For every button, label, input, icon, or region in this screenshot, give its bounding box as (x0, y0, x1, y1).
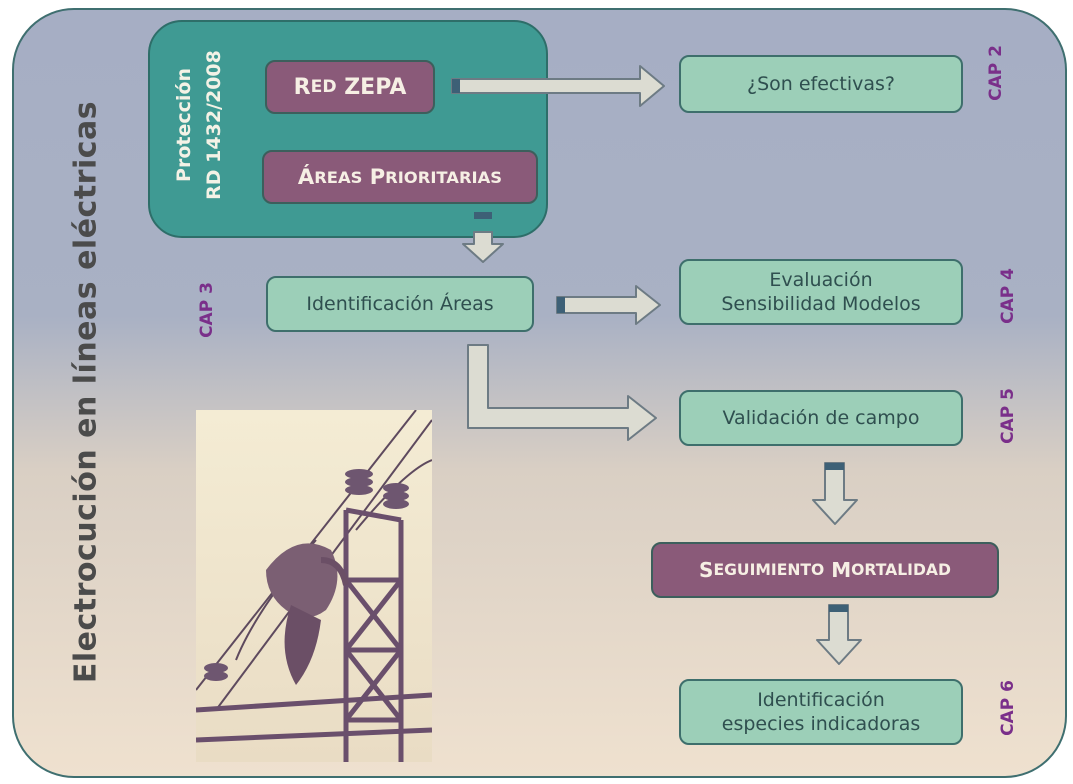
pylon-illustration (195, 409, 433, 762)
arrow-seguimiento-to-especies (816, 604, 862, 665)
areas-w2-first: P (369, 165, 386, 189)
arrow-cap-seguimiento (829, 605, 848, 612)
arrow-identificacion-to-validacion (467, 344, 657, 441)
seg-w1-rest: EGUIMIENTO (713, 561, 825, 579)
electrocuted-bird-photo (195, 409, 433, 762)
red-zepa-word: ZEPA (344, 74, 407, 100)
areas-w2-rest: RIORITARIAS (385, 167, 503, 187)
son-efectivas-box: ¿Son efectivas? (679, 55, 963, 113)
son-efectivas-label: ¿Son efectivas? (747, 73, 895, 95)
arrow-validacion-to-seguimiento (812, 462, 858, 525)
arrow-cap-zepa (452, 79, 460, 93)
arrow-zepa-to-efectivas (451, 65, 665, 107)
red-zepa-first: R (293, 74, 311, 100)
arrow-cap-protection (474, 212, 492, 219)
identificacion-areas-label: Identificación Áreas (306, 293, 494, 315)
identificacion-especies-box: Identificación especies indicadoras (679, 679, 963, 745)
areas-w1-rest: REAS (314, 167, 363, 187)
especies-line1: Identificación (757, 689, 885, 711)
arrow-identificacion-to-evaluacion (556, 285, 661, 325)
evaluacion-line1: Evaluación (769, 269, 873, 291)
validacion-label: Validación de campo (722, 407, 920, 429)
evaluacion-box: Evaluación Sensibilidad Modelos (679, 259, 963, 325)
validacion-box: Validación de campo (679, 390, 963, 446)
arrow-cap-validacion (825, 463, 844, 470)
seg-w2-rest: ORTALIDAD (851, 561, 951, 579)
arrow-cap-identificacion (557, 297, 565, 313)
seg-w2-first: M (831, 558, 852, 582)
arrow-protection-to-identificacion (462, 231, 504, 263)
evaluacion-line2: Sensibilidad Modelos (721, 293, 921, 315)
red-zepa-rest: ED (310, 77, 337, 97)
identificacion-areas-box: Identificación Áreas (266, 276, 534, 332)
especies-line2: especies indicadoras (721, 713, 921, 735)
seg-w1-first: S (699, 558, 714, 582)
areas-w1-first: Á (297, 165, 315, 189)
